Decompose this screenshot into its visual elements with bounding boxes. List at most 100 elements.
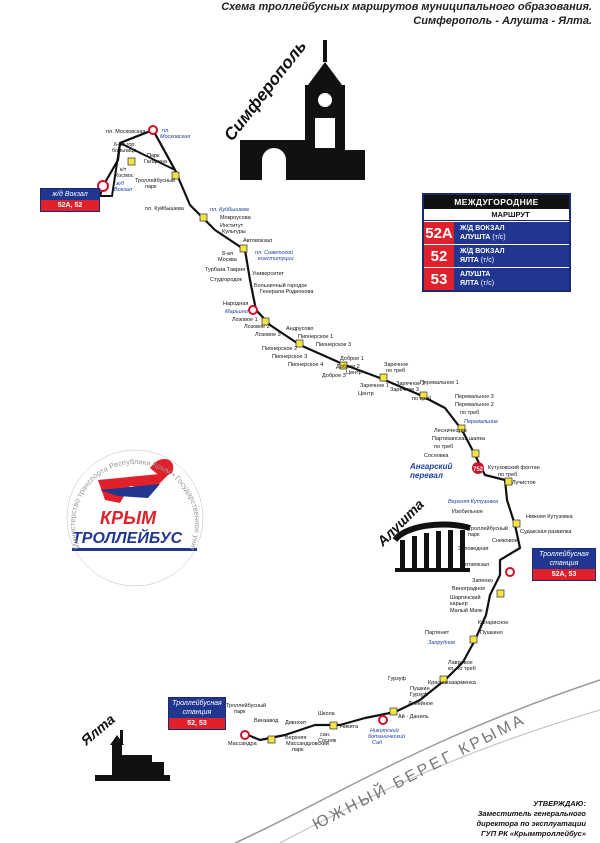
- svg-text:Московская: Московская: [160, 134, 190, 140]
- svg-text:Турбаза Таврия: Турбаза Таврия: [205, 267, 245, 273]
- route-line: [102, 128, 522, 742]
- svg-text:Университет: Университет: [252, 271, 284, 277]
- simferopol-building-icon: [240, 40, 365, 180]
- svg-text:Виноградное: Виноградное: [452, 586, 485, 592]
- svg-text:Судакская развилка: Судакская развилка: [520, 529, 572, 535]
- svg-text:Массандра: Массандра: [228, 741, 258, 747]
- svg-text:Пионерское 3: Пионерское 3: [316, 342, 351, 348]
- header-line-1: Схема троллейбусных маршрутов муниципаль…: [221, 1, 592, 13]
- route-to: АЛУШТА: [460, 234, 491, 241]
- svg-text:Перевальное: Перевальное: [464, 419, 498, 425]
- terminal-station-marker[interactable]: [97, 180, 109, 192]
- svg-text:Центр: Центр: [358, 391, 374, 397]
- terminal-yalta-box[interactable]: Троллейбусная станция 52, 53: [168, 697, 226, 730]
- approval-block: УТВЕРЖДАЮ: Заместитель генерального дире…: [477, 799, 586, 839]
- terminal-routes: 52, 53: [169, 718, 225, 729]
- svg-text:Троллейбусный: Троллейбусный: [468, 525, 508, 532]
- krymtrolleybus-logo: КРЫМ ТРОЛЛЕЙБУС Министерство транспорта …: [58, 421, 210, 608]
- svg-text:Запенко: Запенко: [472, 578, 493, 584]
- stop-marker[interactable]: [378, 715, 388, 725]
- route-description: Ж/Д ВОКЗАЛ ЯЛТА (т/с): [454, 245, 569, 267]
- approval-line-2: Заместитель генерального: [477, 809, 586, 818]
- svg-text:Нижняя Кутузовка: Нижняя Кутузовка: [526, 514, 573, 520]
- alushta-colonnade-icon: [392, 521, 471, 572]
- route-row[interactable]: 53 АЛУШТА ЯЛТА (т/с): [424, 267, 569, 290]
- route-from: АЛУШТА: [460, 271, 491, 278]
- routes-table-subtitle: МАРШРУТ: [424, 209, 569, 221]
- route-note: (т/с): [480, 280, 495, 287]
- svg-text:Сосновка: Сосновка: [424, 453, 449, 459]
- svg-text:Пионерское 3: Пионерское 3: [272, 354, 307, 360]
- stop-marker[interactable]: [248, 305, 258, 315]
- svg-text:Доброе 3: Доброе 3: [322, 373, 346, 379]
- sea-edge: [279, 709, 600, 843]
- svg-text:Перевальное 2: Перевальное 2: [455, 402, 494, 408]
- svg-text:Заречное 1: Заречное 1: [360, 383, 389, 389]
- route-from: Ж/Д ВОКЗАЛ: [460, 248, 505, 255]
- svg-text:Андрусово: Андрусово: [286, 326, 313, 332]
- svg-text:по треб: по треб: [412, 396, 431, 402]
- svg-text:пл. Куйбышева: пл. Куйбышева: [145, 205, 185, 212]
- terminal-alushta-marker[interactable]: [505, 567, 515, 577]
- city-simferopol: Симферополь: [220, 37, 310, 145]
- svg-text:Больничный городок: Больничный городок: [254, 282, 307, 289]
- terminal-title: Троллейбусная станция: [169, 698, 225, 718]
- svg-text:Лавровое: Лавровое: [448, 660, 473, 666]
- route-row[interactable]: 52А Ж/Д ВОКЗАЛ АЛУШТА (т/с): [424, 221, 569, 244]
- svg-text:Автовокзал: Автовокзал: [460, 562, 489, 568]
- terminal-yalta-marker[interactable]: [240, 730, 250, 740]
- route-description: АЛУШТА ЯЛТА (т/с): [454, 268, 569, 290]
- svg-text:Троллейбусный: Троллейбусный: [226, 702, 266, 709]
- route-to: ЯЛТА: [460, 257, 479, 264]
- svg-text:парк: парк: [292, 747, 304, 753]
- svg-text:Дивноит: Дивноит: [285, 720, 307, 726]
- route-row[interactable]: 52 Ж/Д ВОКЗАЛ ЯЛТА (т/с): [424, 244, 569, 267]
- stop-marker[interactable]: [148, 125, 158, 135]
- logo-line-1: КРЫМ: [100, 508, 157, 528]
- route-note: (т/с): [480, 257, 495, 264]
- svg-text:Лесничество: Лесничество: [434, 428, 467, 434]
- svg-text:Доброе 2: Доброе 2: [336, 364, 360, 370]
- svg-text:Центр: Центр: [346, 370, 362, 376]
- svg-text:Лозовое 2: Лозовое 2: [244, 324, 270, 330]
- svg-text:Кипарисное: Кипарисное: [478, 620, 508, 626]
- approval-line-1: УТВЕРЖДАЮ:: [533, 799, 586, 808]
- svg-text:по треб: по треб: [434, 444, 453, 450]
- route-to: ЯЛТА: [460, 280, 479, 287]
- svg-text:пл. Московская: пл. Московская: [106, 129, 145, 135]
- svg-text:Пионерское 1: Пионерское 1: [298, 334, 333, 340]
- svg-text:Перевальное 1: Перевальное 1: [420, 380, 459, 386]
- svg-text:Верхняя Кутузовка: Верхняя Кутузовка: [448, 499, 498, 505]
- svg-text:больница: больница: [112, 148, 137, 154]
- yalta-castle-icon: [95, 730, 170, 781]
- route-note: (т/с): [492, 234, 506, 241]
- terminal-alushta-box[interactable]: Троллейбусная станция 52А, 53: [532, 548, 596, 581]
- svg-text:Школа: Школа: [318, 711, 336, 717]
- terminal-title: ж/д Вокзал: [41, 189, 99, 200]
- svg-text:ботанический: ботанический: [368, 733, 405, 740]
- svg-text:парк: парк: [145, 184, 157, 190]
- svg-text:Изобильное: Изобильное: [452, 509, 483, 515]
- svg-text:Пушкино: Пушкино: [480, 630, 503, 636]
- approval-line-3: директора по эксплуатации: [476, 819, 586, 828]
- svg-text:Гагарина: Гагарина: [144, 159, 168, 165]
- pass-altitude: 752: [473, 467, 484, 473]
- route-number: 52: [424, 245, 454, 267]
- logo-emblem: КРЫМ ТРОЛЛЕЙБУС Министерство транспорта …: [58, 421, 204, 587]
- svg-text:пл.: пл.: [162, 128, 170, 134]
- svg-text:Ай - Даниль: Ай - Даниль: [398, 713, 429, 720]
- pass-label: Ангарский перевал: [410, 462, 453, 480]
- svg-text:Кутузовский фонтан: Кутузовский фонтан: [488, 464, 540, 471]
- header-line-2: Симферополь - Алушта - Ялта.: [413, 15, 592, 27]
- svg-text:Партизанская шапка: Партизанская шапка: [432, 436, 486, 442]
- terminal-station-box[interactable]: ж/д Вокзал 52А, 52: [40, 188, 100, 212]
- svg-text:Вокзал: Вокзал: [114, 187, 132, 193]
- pass-marker[interactable]: [472, 462, 484, 474]
- svg-text:Снежовое: Снежовое: [492, 538, 518, 544]
- svg-text:Доброе 1: Доброе 1: [340, 356, 364, 362]
- route-from: Ж/Д ВОКЗАЛ: [460, 225, 505, 232]
- approval-line-4: ГУП РК «Крымтроллейбус»: [481, 829, 586, 838]
- route-number: 52А: [424, 222, 454, 244]
- svg-text:Винзавод: Винзавод: [254, 718, 279, 724]
